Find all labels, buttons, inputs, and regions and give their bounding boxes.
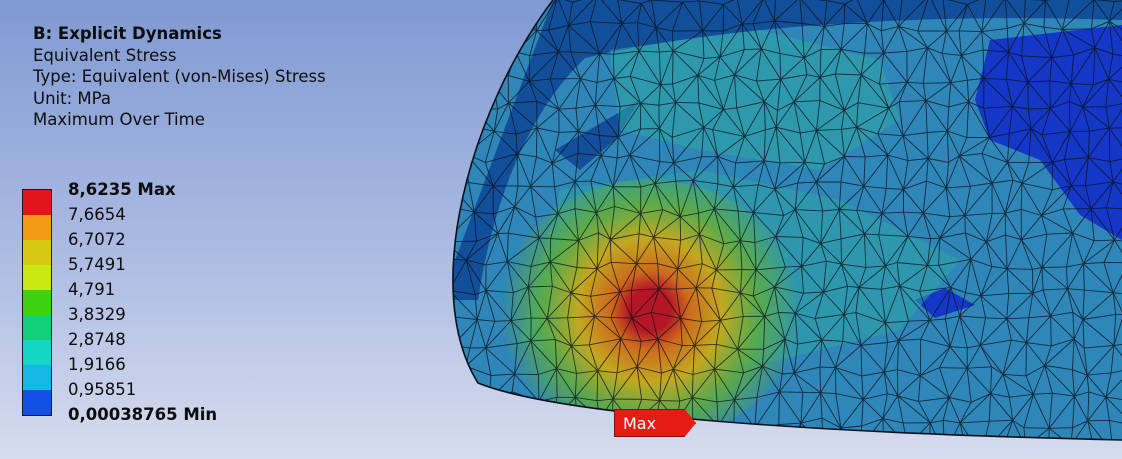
legend-min-label: 0,00038765 Min [68,405,218,424]
mesh-blue-patch [915,288,975,318]
legend-swatch [23,365,51,390]
max-probe-label[interactable]: Max [614,409,696,437]
mesh-hotspot-zone [500,180,800,440]
mesh-teal-zone [610,30,900,170]
result-time-mode: Maximum Over Time [33,110,205,129]
legend-label: 4,791 [68,280,116,299]
legend-color-bar [22,189,52,416]
legend-label: 0,95851 [68,380,137,399]
mesh-silhouette [452,0,1122,441]
result-type: Type: Equivalent (von-Mises) Stress [33,67,326,86]
legend-swatch [23,265,51,290]
legend-max-label: 8,6235 Max [68,180,176,199]
legend-label: 5,7491 [68,255,126,274]
legend-label: 6,7072 [68,230,126,249]
system-title: B: Explicit Dynamics [33,24,222,43]
legend-swatch [23,315,51,340]
legend-swatch [23,190,51,215]
result-unit: Unit: MPa [33,88,111,108]
legend-swatch [23,240,51,265]
result-quantity: Equivalent Stress [33,45,177,65]
legend-label: 1,9166 [68,355,126,374]
result-header: B: Explicit Dynamics Equivalent Stress T… [33,23,326,131]
legend-swatch [23,340,51,365]
legend-swatch [23,290,51,315]
legend-swatch [23,215,51,240]
legend-label: 3,8329 [68,305,126,324]
legend-label: 2,8748 [68,330,126,349]
legend-swatch [23,390,51,415]
legend-label: 7,6654 [68,205,126,224]
